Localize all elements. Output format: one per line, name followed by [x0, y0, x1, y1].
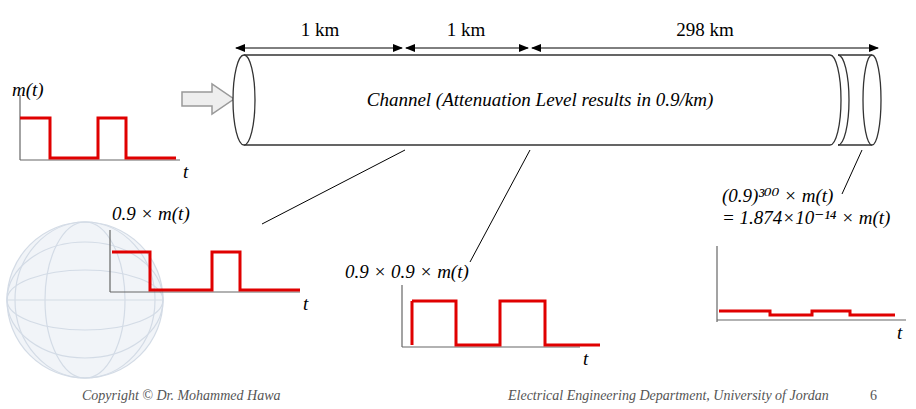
channel-tube — [233, 55, 881, 145]
channel-label: Channel (Attenuation Level results in 0.… — [367, 89, 714, 111]
signal-name: m(t) — [12, 80, 44, 101]
dimension-label: 1 km — [447, 20, 486, 41]
signal-label: 0.9 × m(t) — [112, 204, 190, 225]
globe-watermark — [7, 222, 163, 378]
dimension-arrows — [236, 48, 878, 49]
page-number: 6 — [870, 388, 877, 403]
waveform-300km — [717, 246, 906, 322]
dimension-label: 1 km — [301, 20, 340, 41]
waveform-1km — [110, 230, 300, 292]
dimension-label: 298 km — [676, 20, 734, 41]
signal-label: = 1.874×10⁻¹⁴ × m(t) — [722, 208, 890, 229]
axis-label: t — [583, 349, 588, 370]
signal-label: (0.9)³⁰⁰ × m(t) — [722, 186, 833, 207]
waveform-2km — [402, 285, 600, 347]
leader-lines — [262, 150, 862, 262]
input-arrow — [182, 84, 234, 114]
signal-label: 0.9 × 0.9 × m(t) — [345, 262, 469, 283]
axis-label: t — [303, 294, 308, 315]
channel-label-box: Channel (Attenuation Level results in 0.… — [357, 84, 724, 116]
axis-label: t — [897, 323, 902, 344]
footer-copyright: Copyright © Dr. Mohammed Hawa — [82, 388, 280, 403]
input-waveform — [20, 95, 180, 160]
axis-label: t — [183, 162, 188, 183]
footer-department: Electrical Engineering Department, Unive… — [508, 388, 829, 403]
